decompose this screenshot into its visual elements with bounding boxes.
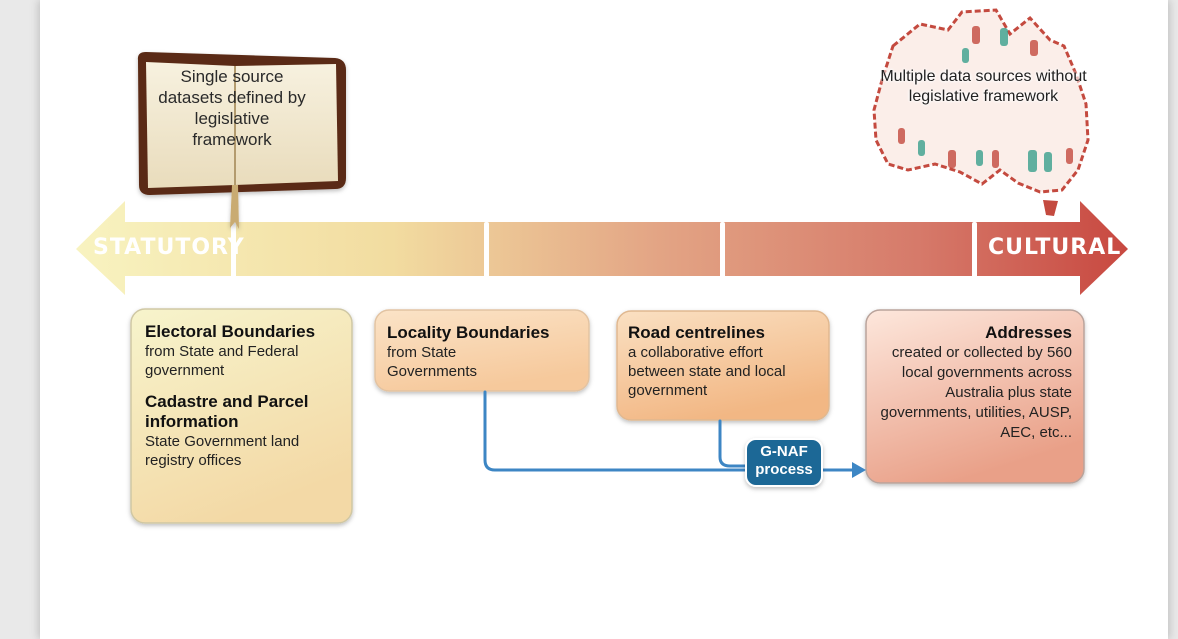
connector-arrowhead (852, 462, 866, 478)
arrow-tick-4 (972, 222, 977, 308)
electoral-box (130, 308, 353, 524)
road-title: Road centrelines (628, 323, 765, 342)
cadastre-subtitle: State Government land registry offices (145, 433, 300, 469)
cultural-label: CULTURAL (988, 235, 1122, 260)
book-caption: Single source datasets defined by legisl… (158, 67, 306, 149)
addresses-title: Addresses (985, 323, 1072, 342)
statutory-label: STATUTORY (93, 235, 245, 260)
electoral-subtitle: from State and Federal government (145, 343, 299, 379)
locality-box (374, 309, 590, 392)
road-box (616, 310, 830, 421)
addresses-box (865, 309, 1085, 484)
locality-subtitle: from State Governments (387, 344, 478, 380)
gnaf-connector (483, 390, 854, 472)
arrow-tick-2 (484, 222, 489, 308)
addresses-subtitle: created or collected by 560 local govern… (880, 344, 1072, 441)
locality-title: Locality Boundaries (387, 323, 550, 342)
road-box-content: Road centrelines a collaborative effort … (628, 323, 818, 400)
map-caption: Multiple data sources without legislativ… (880, 68, 1087, 105)
road-subtitle: a collaborative effort between state and… (628, 344, 786, 399)
addresses-box-content: Addresses created or collected by 560 lo… (876, 323, 1072, 443)
arrow-tick-1 (231, 222, 236, 308)
gnaf-badge (745, 438, 823, 487)
statutory-cultural-arrow (76, 201, 1128, 308)
australia-map-icon (872, 8, 1090, 216)
cadastre-title: Cadastre and Parcel information (145, 392, 309, 431)
gnaf-process-label: G-NAF process (755, 443, 813, 478)
electoral-title: Electoral Boundaries (145, 322, 316, 341)
locality-box-content: Locality Boundaries from State Governmen… (387, 323, 582, 381)
book-icon (137, 52, 346, 229)
electoral-box-content: Electoral Boundaries from State and Fede… (145, 322, 345, 470)
arrow-tick-3 (720, 222, 725, 308)
